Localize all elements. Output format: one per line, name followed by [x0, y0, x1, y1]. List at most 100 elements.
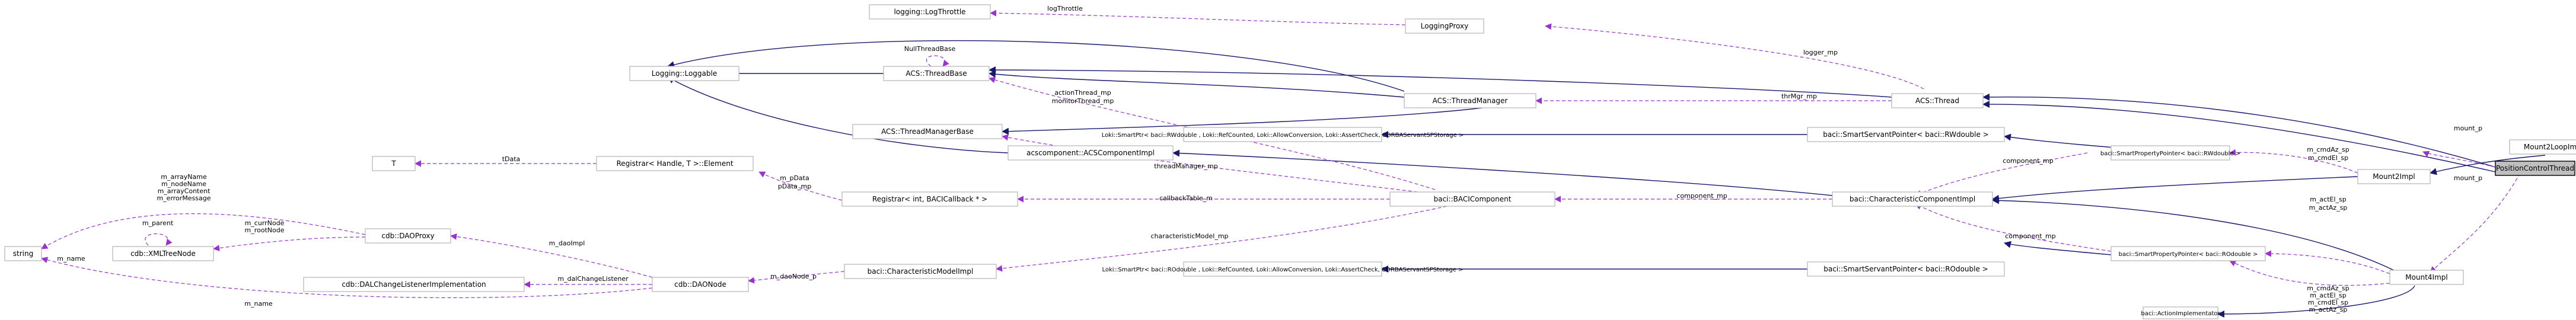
svg-text:cdb::DAOProxy: cdb::DAOProxy	[381, 232, 434, 240]
node-logging-loggable[interactable]: Logging::Loggable	[629, 66, 739, 81]
svg-text:Loki::SmartPtr< baci::RWdouble: Loki::SmartPtr< baci::RWdouble , Loki::R…	[1102, 132, 1464, 139]
node-registrar-int-callback[interactable]: Registrar< int, BACICallback * >	[841, 191, 1018, 207]
node-dao-proxy[interactable]: cdb::DAOProxy	[365, 228, 451, 244]
edge-acsthread-to-threadbase	[989, 66, 1892, 98]
edge-label: monitorThread_mp	[1052, 97, 1114, 105]
edge-threadbase-self	[926, 55, 949, 67]
node-action-implementator[interactable]: baci::ActionImplementator	[2141, 306, 2220, 319]
edge-label: m_daoImpl	[549, 239, 585, 247]
svg-text:LoggingProxy: LoggingProxy	[1421, 22, 1468, 30]
edge-pct-to-acsthread	[1982, 100, 2496, 172]
svg-text:cdb::XMLTreeNode: cdb::XMLTreeNode	[130, 249, 196, 258]
edge-mount2loop-to-mount2	[2430, 155, 2546, 175]
svg-text:baci::CharacteristicModelImpl: baci::CharacteristicModelImpl	[868, 267, 974, 276]
edge-acscomp-to-loggable	[667, 76, 1009, 153]
node-registrar-element[interactable]: Registrar< Handle, T >::Element	[596, 156, 754, 171]
svg-text:string: string	[13, 249, 33, 258]
edge-labels: logThrottle NullThreadBase logger_mp thr…	[57, 5, 2482, 313]
edge-pct-mount2loop	[2422, 151, 2496, 168]
node-acscomponent-impl[interactable]: acscomponent::ACSComponentImpl	[1008, 145, 1174, 161]
edge-label: mount_p	[2454, 124, 2482, 132]
edge-label: m_daoNode_p	[770, 273, 817, 280]
edge-label: threadManager_mp	[1154, 162, 1217, 170]
node-baci-component[interactable]: baci::BACIComponent	[1389, 191, 1555, 207]
node-dal-change-listener[interactable]: cdb::DALChangeListenerImplementation	[303, 277, 525, 292]
node-characteristic-model-impl[interactable]: baci::CharacteristicModelImpl	[844, 264, 997, 279]
edge-mount4-smartpropro-2	[2229, 260, 2390, 286]
node-smartservantpointer-rwdouble[interactable]: baci::SmartServantPointer< baci::RWdoubl…	[1807, 127, 2005, 142]
node-acs-threadbase[interactable]: ACS::ThreadBase	[883, 66, 990, 81]
svg-text:baci::SmartServantPointer< bac: baci::SmartServantPointer< baci::RWdoubl…	[1823, 130, 1988, 139]
node-template-t[interactable]: T	[372, 156, 416, 171]
node-xml-tree-node[interactable]: cdb::XMLTreeNode	[112, 246, 214, 261]
edge-pct-to-acsthread-2	[1982, 93, 2496, 168]
node-mount4impl[interactable]: Mount4Impl	[2389, 270, 2464, 285]
svg-text:logging::LogThrottle: logging::LogThrottle	[894, 8, 965, 16]
edge-smartpropro-to-smartservantro	[2004, 241, 2112, 255]
node-acs-thread[interactable]: ACS::Thread	[1891, 93, 1984, 108]
edge-label: m_cmdEl_sp	[2308, 299, 2348, 306]
edge-label: NullThreadBase	[904, 45, 956, 53]
edge-label: logger_mp	[1803, 49, 1838, 56]
edge-mount4-to-charcomp	[1992, 197, 2408, 278]
node-logging-proxy[interactable]: LoggingProxy	[1405, 18, 1484, 34]
svg-text:baci::SmartPropertyPointer< ba: baci::SmartPropertyPointer< baci::RWdoub…	[2100, 151, 2240, 157]
node-smartpropertypointer-rodouble[interactable]: baci::SmartPropertyPointer< baci::ROdoub…	[2110, 246, 2266, 261]
node-characteristic-component-impl[interactable]: baci::CharacteristicComponentImpl	[1832, 191, 1993, 207]
svg-text:Mount2LoopImpl: Mount2LoopImpl	[2524, 143, 2576, 151]
node-position-control-thread[interactable]: PositionControlThread	[2495, 161, 2575, 176]
node-loki-smartptr-rodouble[interactable]: Loki::SmartPtr< baci::ROdouble , Loki::R…	[1102, 261, 1464, 277]
node-mount2loopimpl[interactable]: Mount2LoopImpl	[2509, 139, 2576, 155]
edge-mount4-smartpropro	[2265, 250, 2390, 274]
svg-text:baci::BACIComponent: baci::BACIComponent	[1434, 195, 1512, 203]
node-acs-threadmanagerbase[interactable]: ACS::ThreadManagerBase	[852, 124, 1003, 139]
edge-charcomp-to-acscomp	[1172, 149, 1833, 196]
edge-label: m_actEl_sp	[2310, 196, 2347, 203]
node-string[interactable]: string	[4, 246, 42, 261]
svg-text:acscomponent::ACSComponentImpl: acscomponent::ACSComponentImpl	[1026, 149, 1155, 157]
edge-label: m_actEl_sp	[2310, 292, 2347, 299]
edge-charmodel-daonode	[748, 271, 845, 284]
edge-mount2-smartproprw	[2229, 149, 2358, 174]
edge-acsthread-loggingproxy	[1545, 23, 1924, 89]
edge-label: component_mp	[2005, 232, 2055, 240]
edge-registrarint-registrar	[758, 171, 843, 201]
svg-text:ACS::ThreadBase: ACS::ThreadBase	[906, 69, 967, 78]
edge-label: component_mp	[2003, 157, 2053, 165]
edge-daoproxy-xmltree	[213, 236, 366, 252]
edge-label: m_pData	[780, 174, 809, 182]
edge-baci-charmodel	[996, 206, 1448, 272]
edge-baci-threadmanagerbase	[1002, 134, 1448, 196]
edge-label: characteristicModel_mp	[1150, 232, 1228, 240]
node-loki-smartptr-rwdouble[interactable]: Loki::SmartPtr< baci::RWdouble , Loki::R…	[1102, 127, 1464, 142]
node-mount2impl[interactable]: Mount2Impl	[2357, 169, 2431, 184]
edge-daonode-daoproxy	[450, 233, 653, 278]
edge-label: actionThread_mp	[1054, 89, 1111, 97]
nodes: logging::LogThrottle LoggingProxy Loggin…	[4, 4, 2576, 319]
svg-text:baci::SmartPropertyPointer< ba: baci::SmartPropertyPointer< baci::ROdoub…	[2119, 251, 2258, 258]
svg-text:baci::SmartServantPointer< bac: baci::SmartServantPointer< baci::ROdoubl…	[1823, 265, 1988, 273]
edge-label: logThrottle	[1047, 5, 1083, 12]
node-acs-threadmanager[interactable]: ACS::ThreadManager	[1404, 93, 1536, 108]
edge-loggingproxy-logthrottle	[990, 9, 1406, 25]
edge-label: m_parent	[142, 219, 174, 227]
edge-smartproprw-charcomp	[1915, 152, 2088, 197]
node-smartservantpointer-rodouble[interactable]: baci::SmartServantPointer< baci::ROdoubl…	[1807, 261, 2005, 277]
edge-label: m_arrayName	[161, 173, 207, 181]
svg-text:Mount2Impl: Mount2Impl	[2373, 172, 2415, 181]
edge-xmltree-self	[145, 233, 173, 246]
svg-text:Mount4Impl: Mount4Impl	[2405, 273, 2447, 281]
svg-text:cdb::DALChangeListenerImplemen: cdb::DALChangeListenerImplementation	[342, 280, 486, 289]
node-dao-node[interactable]: cdb::DAONode	[652, 277, 749, 292]
edge-label: pData_mp	[778, 183, 811, 190]
edge-smartpropro-charcomp	[1915, 203, 2112, 252]
edge-label: m_currNode	[245, 219, 285, 227]
edge-label: thrMgr_mp	[1781, 92, 1817, 100]
node-log-throttle[interactable]: logging::LogThrottle	[869, 4, 991, 20]
edge-label: m_cmdEl_sp	[2308, 154, 2348, 162]
node-smartpropertypointer-rwdouble[interactable]: baci::SmartPropertyPointer< baci::RWdoub…	[2100, 145, 2240, 161]
svg-text:Registrar< Handle, T >::Elemen: Registrar< Handle, T >::Element	[616, 159, 733, 168]
edge-threadmanager-to-loggable	[667, 40, 1405, 92]
edge-label: component_mp	[1676, 192, 1727, 200]
